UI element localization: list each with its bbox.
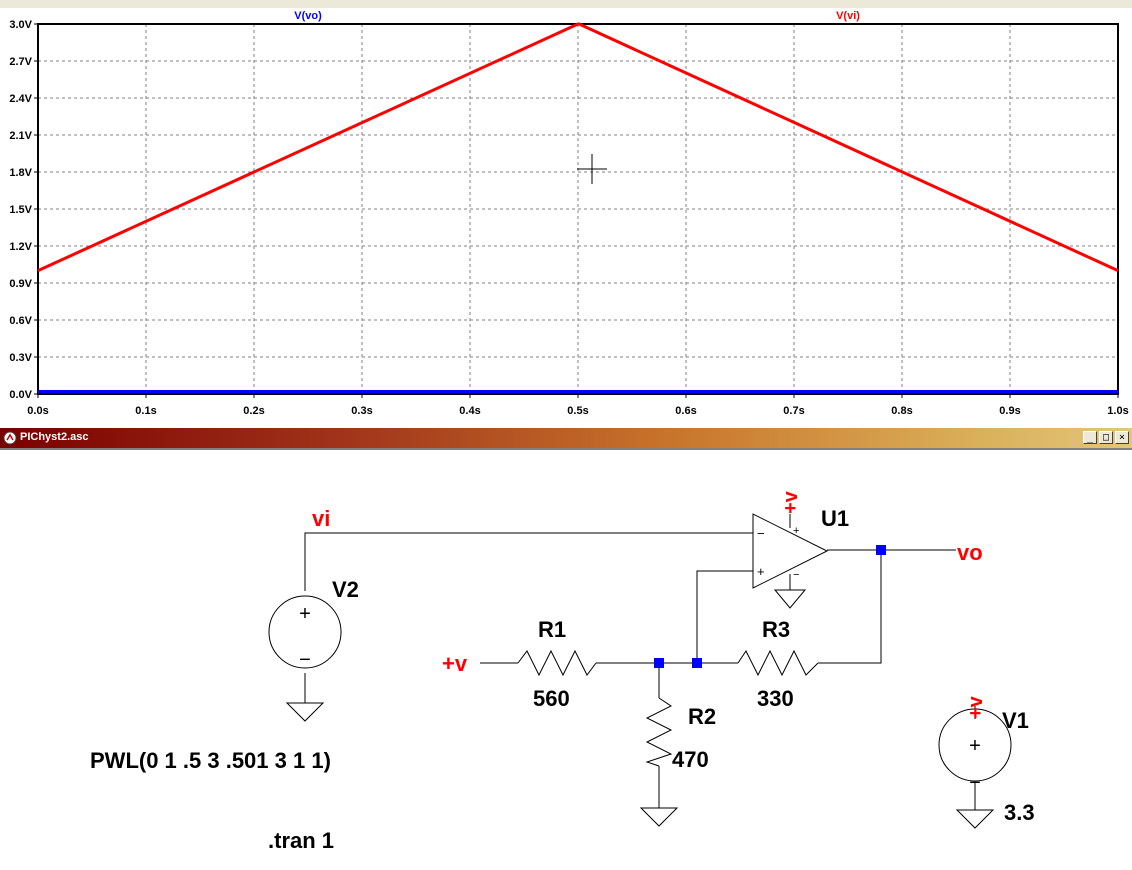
- restore-button[interactable]: □: [1099, 431, 1113, 444]
- close-button[interactable]: ×: [1115, 431, 1129, 444]
- plot-grid: [38, 24, 1118, 394]
- junction-dot: [876, 545, 886, 555]
- y-tick-label: 0.9V: [9, 278, 32, 290]
- wires: [304, 514, 976, 810]
- y-tick-label: 1.8V: [9, 167, 32, 179]
- r3-value[interactable]: 330: [757, 686, 794, 711]
- y-tick-label: 2.1V: [9, 130, 32, 142]
- waveform-viewer[interactable]: 0.0s 0.1s 0.2s 0.3s 0.4s 0.5s 0.6s 0.7s 0.8s 0.9s…: [0, 0, 1132, 428]
- v2-value[interactable]: PWL(0 1 .5 3 .501 3 1 1): [90, 748, 331, 773]
- r1-label[interactable]: R1: [538, 617, 566, 642]
- v1-supply-flag: +v: [965, 695, 987, 719]
- trace-label-vi[interactable]: V(vi): [836, 10, 860, 22]
- v1-minus-sign: −: [969, 772, 981, 794]
- y-tick-label: 1.2V: [9, 241, 32, 253]
- crosshair-icon: [577, 154, 607, 184]
- schematic-window-title: PIChyst2.asc: [20, 431, 89, 443]
- opamp-plus-sign: +: [757, 564, 765, 579]
- x-tick-label: 0.9s: [999, 405, 1020, 417]
- y-tick-label: 2.7V: [9, 56, 32, 68]
- x-tick-label: 0.6s: [675, 405, 696, 417]
- y-tick-label: 3.0V: [9, 19, 32, 31]
- opamp-supply-label: +v: [780, 490, 802, 514]
- ltspice-schematic-icon: [3, 431, 17, 445]
- ground-symbol-opamp: [773, 589, 807, 609]
- x-tick-label: 0.4s: [459, 405, 480, 417]
- r3-label[interactable]: R3: [762, 617, 790, 642]
- waveform-plot[interactable]: 0.0s 0.1s 0.2s 0.3s 0.4s 0.5s 0.6s 0.7s 0.8s 0.9s…: [0, 0, 1132, 428]
- trace-layer: [37, 22, 1119, 394]
- ground-symbol-r2: [639, 807, 679, 827]
- ground-symbol-v1: [955, 809, 995, 829]
- resistor-r2[interactable]: [645, 697, 673, 767]
- junction-dot: [692, 658, 702, 668]
- axis-ticks: 0.0s 0.1s 0.2s 0.3s 0.4s 0.5s 0.6s 0.7s 0.8s 0.9s…: [9, 19, 1128, 417]
- schematic-canvas[interactable]: − + + − U1 +v + − V2 PWL(0 1 .5 3: [0, 448, 1132, 870]
- x-tick-label: 0.8s: [891, 405, 912, 417]
- y-tick-label: 0.0V: [9, 389, 32, 401]
- net-label-supply-in[interactable]: +v: [442, 651, 468, 676]
- v1-supply-label: +v: [965, 695, 987, 719]
- net-label-vi[interactable]: vi: [312, 506, 330, 531]
- resistor-r3[interactable]: [737, 649, 819, 677]
- opamp-minus-sign: −: [757, 526, 765, 541]
- net-label-vo[interactable]: vo: [957, 540, 983, 565]
- v1-plus-sign: +: [969, 735, 981, 757]
- trace-label-vo[interactable]: V(vo): [294, 10, 322, 22]
- r2-label[interactable]: R2: [688, 704, 716, 729]
- x-tick-label: 0.2s: [243, 405, 264, 417]
- opamp-u1-label[interactable]: U1: [821, 506, 849, 531]
- opamp-supply-plus-sign: +: [793, 525, 799, 537]
- y-tick-label: 1.5V: [9, 204, 32, 216]
- x-tick-label: 0.5s: [567, 405, 588, 417]
- opamp-u1[interactable]: − + + −: [752, 513, 829, 589]
- v1-label[interactable]: V1: [1002, 708, 1029, 733]
- minimize-button[interactable]: _: [1083, 431, 1097, 444]
- r1-value[interactable]: 560: [533, 686, 570, 711]
- r2-value[interactable]: 470: [672, 747, 709, 772]
- ground-symbol-v2: [285, 702, 325, 722]
- v1-value[interactable]: 3.3: [1004, 800, 1035, 825]
- v2-label[interactable]: V2: [332, 577, 359, 602]
- schematic-window[interactable]: PIChyst2.asc _ □ × − + + −: [0, 428, 1132, 870]
- voltage-source-v2[interactable]: + −: [268, 595, 342, 671]
- x-tick-label: 1.0s: [1107, 405, 1128, 417]
- v2-plus-sign: +: [299, 603, 311, 625]
- voltage-source-v1[interactable]: + −: [938, 708, 1012, 794]
- opamp-supply-flag: +v: [780, 490, 802, 514]
- trace-vi: [37, 22, 1119, 273]
- v2-minus-sign: −: [299, 649, 311, 671]
- y-tick-label: 0.6V: [9, 315, 32, 327]
- y-tick-label: 2.4V: [9, 93, 32, 105]
- x-tick-label: 0.1s: [135, 405, 156, 417]
- x-tick-label: 0.0s: [27, 405, 48, 417]
- x-tick-label: 0.3s: [351, 405, 372, 417]
- x-tick-label: 0.7s: [783, 405, 804, 417]
- y-tick-label: 0.3V: [9, 352, 32, 364]
- spice-directive[interactable]: .tran 1: [268, 828, 334, 853]
- opamp-supply-minus-sign: −: [793, 569, 799, 581]
- schematic-titlebar[interactable]: PIChyst2.asc _ □ ×: [0, 428, 1132, 448]
- resistor-r1[interactable]: [517, 649, 597, 677]
- junction-dot: [654, 658, 664, 668]
- plot-top-border: [0, 0, 1132, 8]
